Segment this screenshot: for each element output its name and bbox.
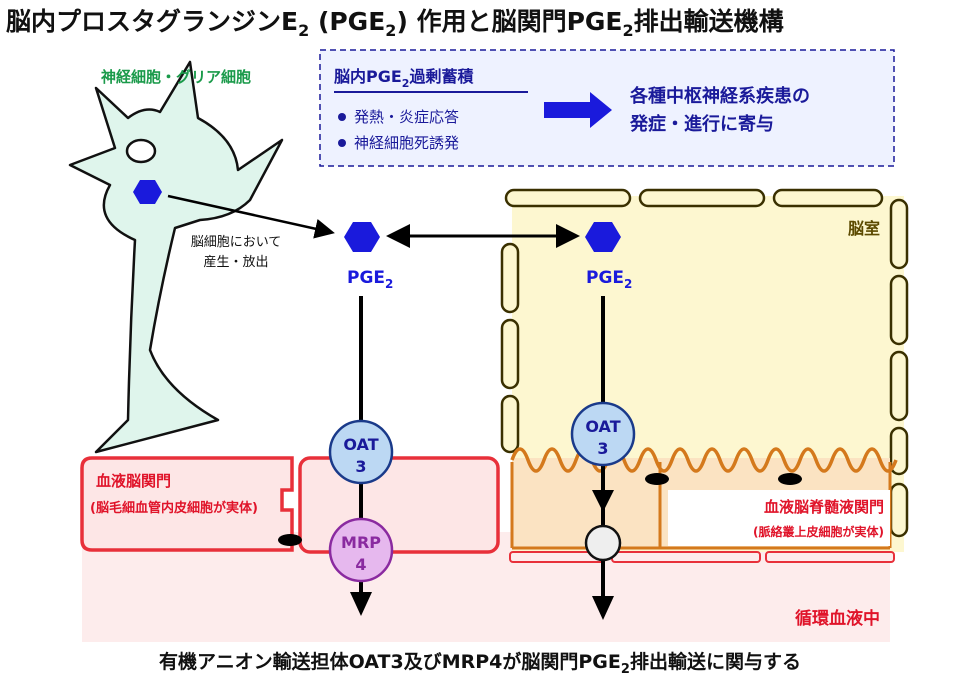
info-result-1: 各種中枢神経系疾患の	[629, 85, 810, 107]
mrp4-label-1: MRP	[341, 533, 381, 552]
release-arrow	[167, 194, 335, 239]
neuron-cell	[68, 60, 284, 454]
oat3-label-bcsfb-2: 3	[597, 439, 608, 458]
tight-junction	[278, 534, 302, 546]
info-bullet-2: 神経細胞死誘発	[354, 134, 459, 152]
ventricle-label: 脳室	[848, 219, 880, 238]
tight-junction	[778, 473, 802, 485]
bbb-sublabel: (脳毛細血管内皮細胞が実体)	[90, 500, 258, 516]
pge2-hexagon-icon	[344, 222, 380, 252]
microvilli-wave	[510, 447, 898, 473]
efflux-arrowhead	[350, 592, 372, 616]
info-result-2: 発症・進行に寄与	[629, 113, 774, 135]
nucleus-icon	[125, 138, 157, 164]
efflux-arrowhead	[592, 490, 614, 512]
unknown-transporter	[584, 524, 622, 562]
oat3-label-bbb-1: OAT	[343, 435, 378, 454]
bcsfb-label-box	[668, 490, 890, 546]
efflux-arrowhead	[592, 596, 614, 620]
bbb-endothelial-cell-left	[80, 456, 294, 552]
oat3-label-bcsfb-1: OAT	[585, 417, 620, 436]
result-arrow-icon	[544, 92, 612, 128]
bcsfb-sublabel: (脈絡叢上皮細胞が実体)	[753, 524, 884, 539]
bcsfb-label: 血液脳脊髄液関門	[764, 498, 884, 516]
blood-label: 循環血液中	[795, 608, 880, 629]
release-label-2: 産生・放出	[203, 254, 268, 270]
pge2-label-brain: PGE2	[347, 268, 393, 291]
pge2-hexagon-icon	[585, 222, 621, 252]
pge2-label-ventricle: PGE2	[586, 268, 632, 291]
bullet-icon	[338, 113, 346, 121]
plexus-capillary	[509, 551, 895, 563]
tight-junction	[645, 473, 669, 485]
bullet-icon	[338, 139, 346, 147]
page-title: 脳内プロスタグランジンE2 (PGE2) 作用と脳関門PGE2排出輸送機構	[6, 7, 784, 40]
bbb-label: 血液脳関門	[96, 472, 171, 490]
ventricle-wall-cells	[500, 188, 909, 538]
oat3-transporter-bbb	[328, 419, 394, 485]
bbb-endothelial-cell-right	[298, 456, 500, 554]
info-bullet-1: 発熱・炎症応答	[354, 108, 459, 126]
release-label-1: 脳細胞において	[191, 235, 282, 250]
mrp4-label-2: 4	[355, 555, 366, 574]
caption: 有機アニオン輸送担体OAT3及びMRP4が脳関門PGE2排出輸送に関与する	[159, 650, 801, 677]
oat3-label-bbb-2: 3	[355, 457, 366, 476]
oat3-transporter-bcsfb	[570, 401, 636, 467]
info-heading: 脳内PGE2過剰蓄積	[334, 67, 474, 90]
pge2-hexagon-icon	[133, 180, 162, 204]
mrp4-transporter	[328, 517, 394, 583]
neuron-label: 神経細胞・グリア細胞	[101, 68, 251, 86]
